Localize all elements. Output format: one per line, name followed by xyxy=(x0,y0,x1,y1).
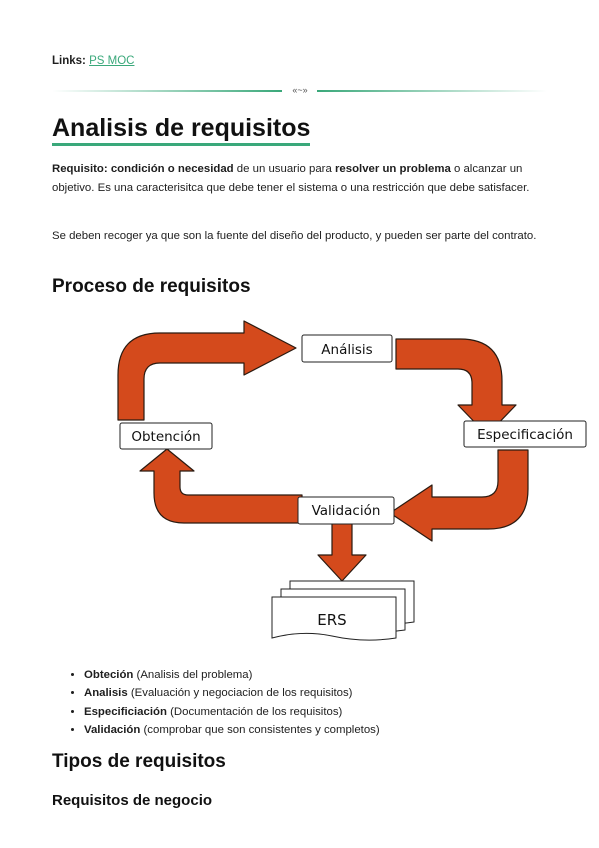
section-divider: «~» xyxy=(52,85,547,96)
list-item: Especificiación (Documentación de los re… xyxy=(84,703,380,721)
process-heading: Proceso de requisitos xyxy=(52,276,251,297)
business-requirements-heading: Requisitos de negocio xyxy=(52,792,213,809)
cycle-arrows xyxy=(117,320,529,582)
node-obtencion-box xyxy=(119,422,213,450)
divider-line-left xyxy=(52,90,282,92)
node-labels: Análisis Especificación Validación Obten… xyxy=(131,342,573,519)
ers-page-front xyxy=(271,596,397,641)
arrow-especificacion-to-validacion xyxy=(389,449,529,542)
step-term: Validación xyxy=(84,723,141,736)
intro-text-a: de un usuario para xyxy=(233,163,335,175)
node-validacion-box xyxy=(297,496,395,525)
arrow-validacion-to-ers xyxy=(317,522,367,582)
step-description: (comprobar que son consistentes y comple… xyxy=(140,723,380,736)
intro-bold-term: Requisito: condición o necesidad xyxy=(52,163,234,175)
intro-text-b: o alcanzar un objetivo. Es una caracteri… xyxy=(52,163,530,194)
step-description: (Analisis del problema) xyxy=(133,669,253,681)
node-analisis-box xyxy=(301,334,393,363)
divider-line-right xyxy=(317,90,547,92)
ps-moc-link[interactable]: PS MOC xyxy=(89,55,135,67)
intro-paragraph: Requisito: condición o necesidad de un u… xyxy=(52,160,552,197)
links-label: Links: xyxy=(52,55,86,67)
node-validacion: Validación xyxy=(312,503,381,519)
arrow-validacion-to-obtencion xyxy=(139,448,303,524)
node-ers: ERS xyxy=(317,611,346,629)
requirements-process-diagram: ERS Análisis Especificación Validación O… xyxy=(117,320,587,641)
step-description: (Documentación de los requisitos) xyxy=(166,705,343,718)
step-term: Analisis xyxy=(84,687,128,700)
step-description: (Evaluación y negociacion de los requisi… xyxy=(127,687,353,700)
node-especificacion-box xyxy=(463,420,587,448)
node-analisis: Análisis xyxy=(321,342,372,358)
node-boxes xyxy=(119,334,587,525)
list-item: Analisis (Evaluación y negociacion de lo… xyxy=(84,684,380,702)
links-line: Links: PS MOC xyxy=(52,55,134,67)
node-obtencion: Obtención xyxy=(131,429,200,445)
process-steps-list: Obteción (Analisis del problema) Analisi… xyxy=(52,666,380,739)
node-especificacion: Especificación xyxy=(477,427,573,443)
step-term: Especificiación xyxy=(84,705,167,718)
divider-mark: «~» xyxy=(292,85,308,95)
types-heading: Tipos de requisitos xyxy=(52,751,226,772)
arrow-obtencion-to-analisis xyxy=(117,320,297,421)
step-term: Obteción xyxy=(84,669,134,681)
ers-document-stack xyxy=(271,580,415,641)
intro-bold-b: resolver un problema xyxy=(334,163,451,175)
second-paragraph: Se deben recoger ya que son la fuente de… xyxy=(52,230,537,242)
list-item: Obteción (Analisis del problema) xyxy=(84,666,380,684)
list-item: Validación (comprobar que son consistent… xyxy=(84,721,380,739)
page-title: Analisis de requisitos xyxy=(52,113,311,146)
